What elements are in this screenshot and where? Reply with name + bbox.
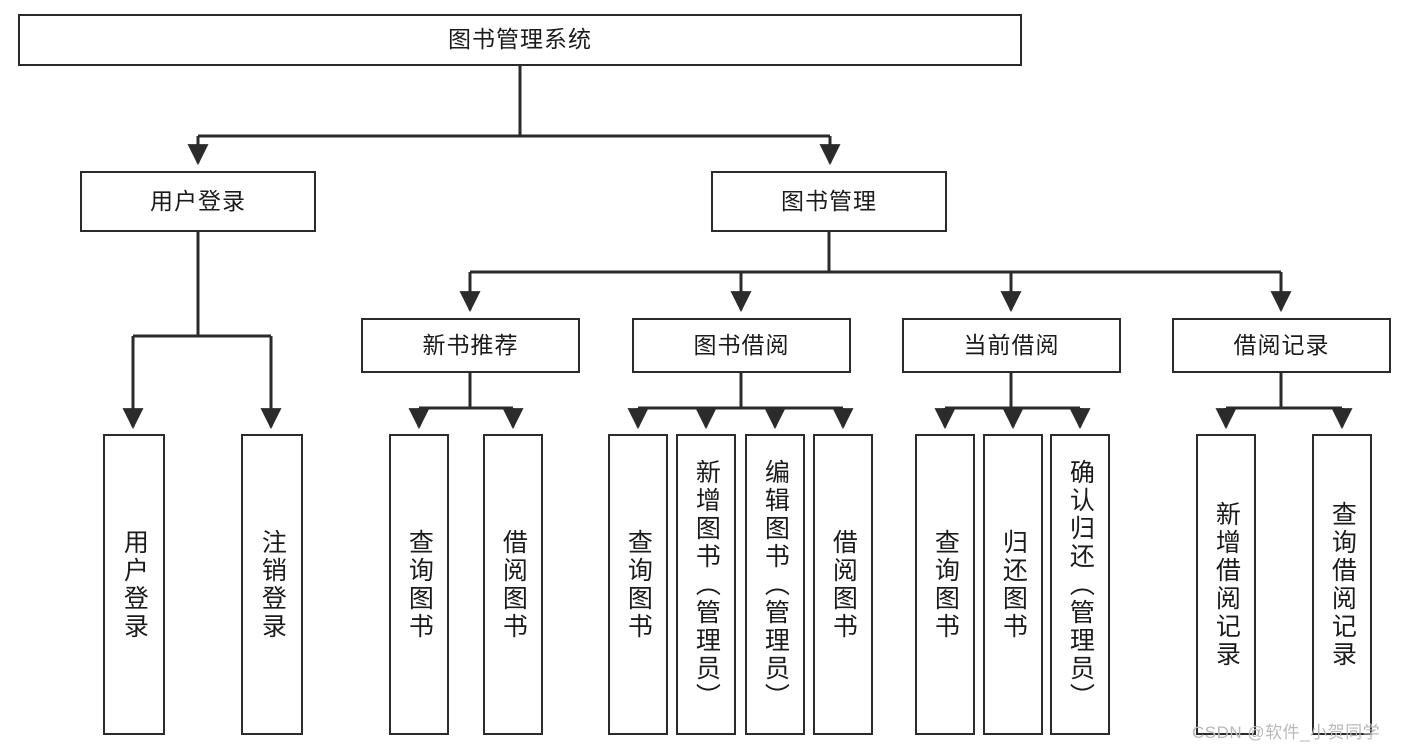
- node-leaf-confirm-return-label: 确认归还（管理员）: [1066, 458, 1095, 711]
- node-book-borrow[interactable]: 图书借阅: [632, 318, 851, 373]
- node-leaf-add-record-label: 新增借阅记录: [1212, 500, 1241, 669]
- node-leaf-query-book-2[interactable]: 查询图书: [608, 434, 668, 735]
- node-leaf-add-book-label: 新增图书（管理员）: [692, 458, 721, 711]
- node-leaf-query-book-3[interactable]: 查询图书: [915, 434, 975, 735]
- node-leaf-borrow-book-2-label: 借阅图书: [829, 528, 858, 641]
- node-leaf-confirm-return[interactable]: 确认归还（管理员）: [1050, 434, 1110, 735]
- node-leaf-add-record[interactable]: 新增借阅记录: [1196, 434, 1256, 735]
- node-leaf-user-logout[interactable]: 注销登录: [241, 434, 303, 735]
- node-leaf-user-login[interactable]: 用户登录: [103, 434, 165, 735]
- node-root[interactable]: 图书管理系统: [18, 14, 1022, 66]
- node-leaf-borrow-book-2[interactable]: 借阅图书: [813, 434, 873, 735]
- node-book-manage[interactable]: 图书管理: [711, 171, 947, 232]
- node-borrow-record[interactable]: 借阅记录: [1172, 318, 1391, 373]
- node-leaf-return-book[interactable]: 归还图书: [983, 434, 1043, 735]
- node-leaf-query-record[interactable]: 查询借阅记录: [1312, 434, 1372, 735]
- node-leaf-user-login-label: 用户登录: [120, 528, 149, 641]
- node-current-borrow-label: 当前借阅: [963, 331, 1060, 358]
- node-leaf-edit-book[interactable]: 编辑图书（管理员）: [745, 434, 805, 735]
- node-leaf-query-book-2-label: 查询图书: [624, 528, 653, 641]
- node-book-borrow-label: 图书借阅: [693, 331, 790, 358]
- node-leaf-borrow-book-1-label: 借阅图书: [499, 528, 528, 641]
- node-leaf-query-book-1[interactable]: 查询图书: [389, 434, 449, 735]
- node-leaf-edit-book-label: 编辑图书（管理员）: [761, 458, 790, 711]
- node-leaf-borrow-book-1[interactable]: 借阅图书: [483, 434, 543, 735]
- node-leaf-user-logout-label: 注销登录: [258, 528, 287, 641]
- node-leaf-query-book-3-label: 查询图书: [931, 528, 960, 641]
- node-current-borrow[interactable]: 当前借阅: [902, 318, 1121, 373]
- node-leaf-query-record-label: 查询借阅记录: [1328, 500, 1357, 669]
- node-user-login[interactable]: 用户登录: [80, 171, 316, 232]
- csdn-watermark: CSDN @软件_小贺同学: [1192, 723, 1381, 742]
- node-leaf-query-book-1-label: 查询图书: [405, 528, 434, 641]
- node-new-book-recommend[interactable]: 新书推荐: [361, 318, 580, 373]
- node-user-login-label: 用户登录: [150, 187, 246, 214]
- node-leaf-return-book-label: 归还图书: [999, 528, 1028, 641]
- node-new-book-recommend-label: 新书推荐: [422, 331, 519, 358]
- node-book-manage-label: 图书管理: [781, 187, 877, 214]
- node-root-label: 图书管理系统: [448, 26, 592, 53]
- node-borrow-record-label: 借阅记录: [1233, 331, 1330, 358]
- node-leaf-add-book[interactable]: 新增图书（管理员）: [676, 434, 736, 735]
